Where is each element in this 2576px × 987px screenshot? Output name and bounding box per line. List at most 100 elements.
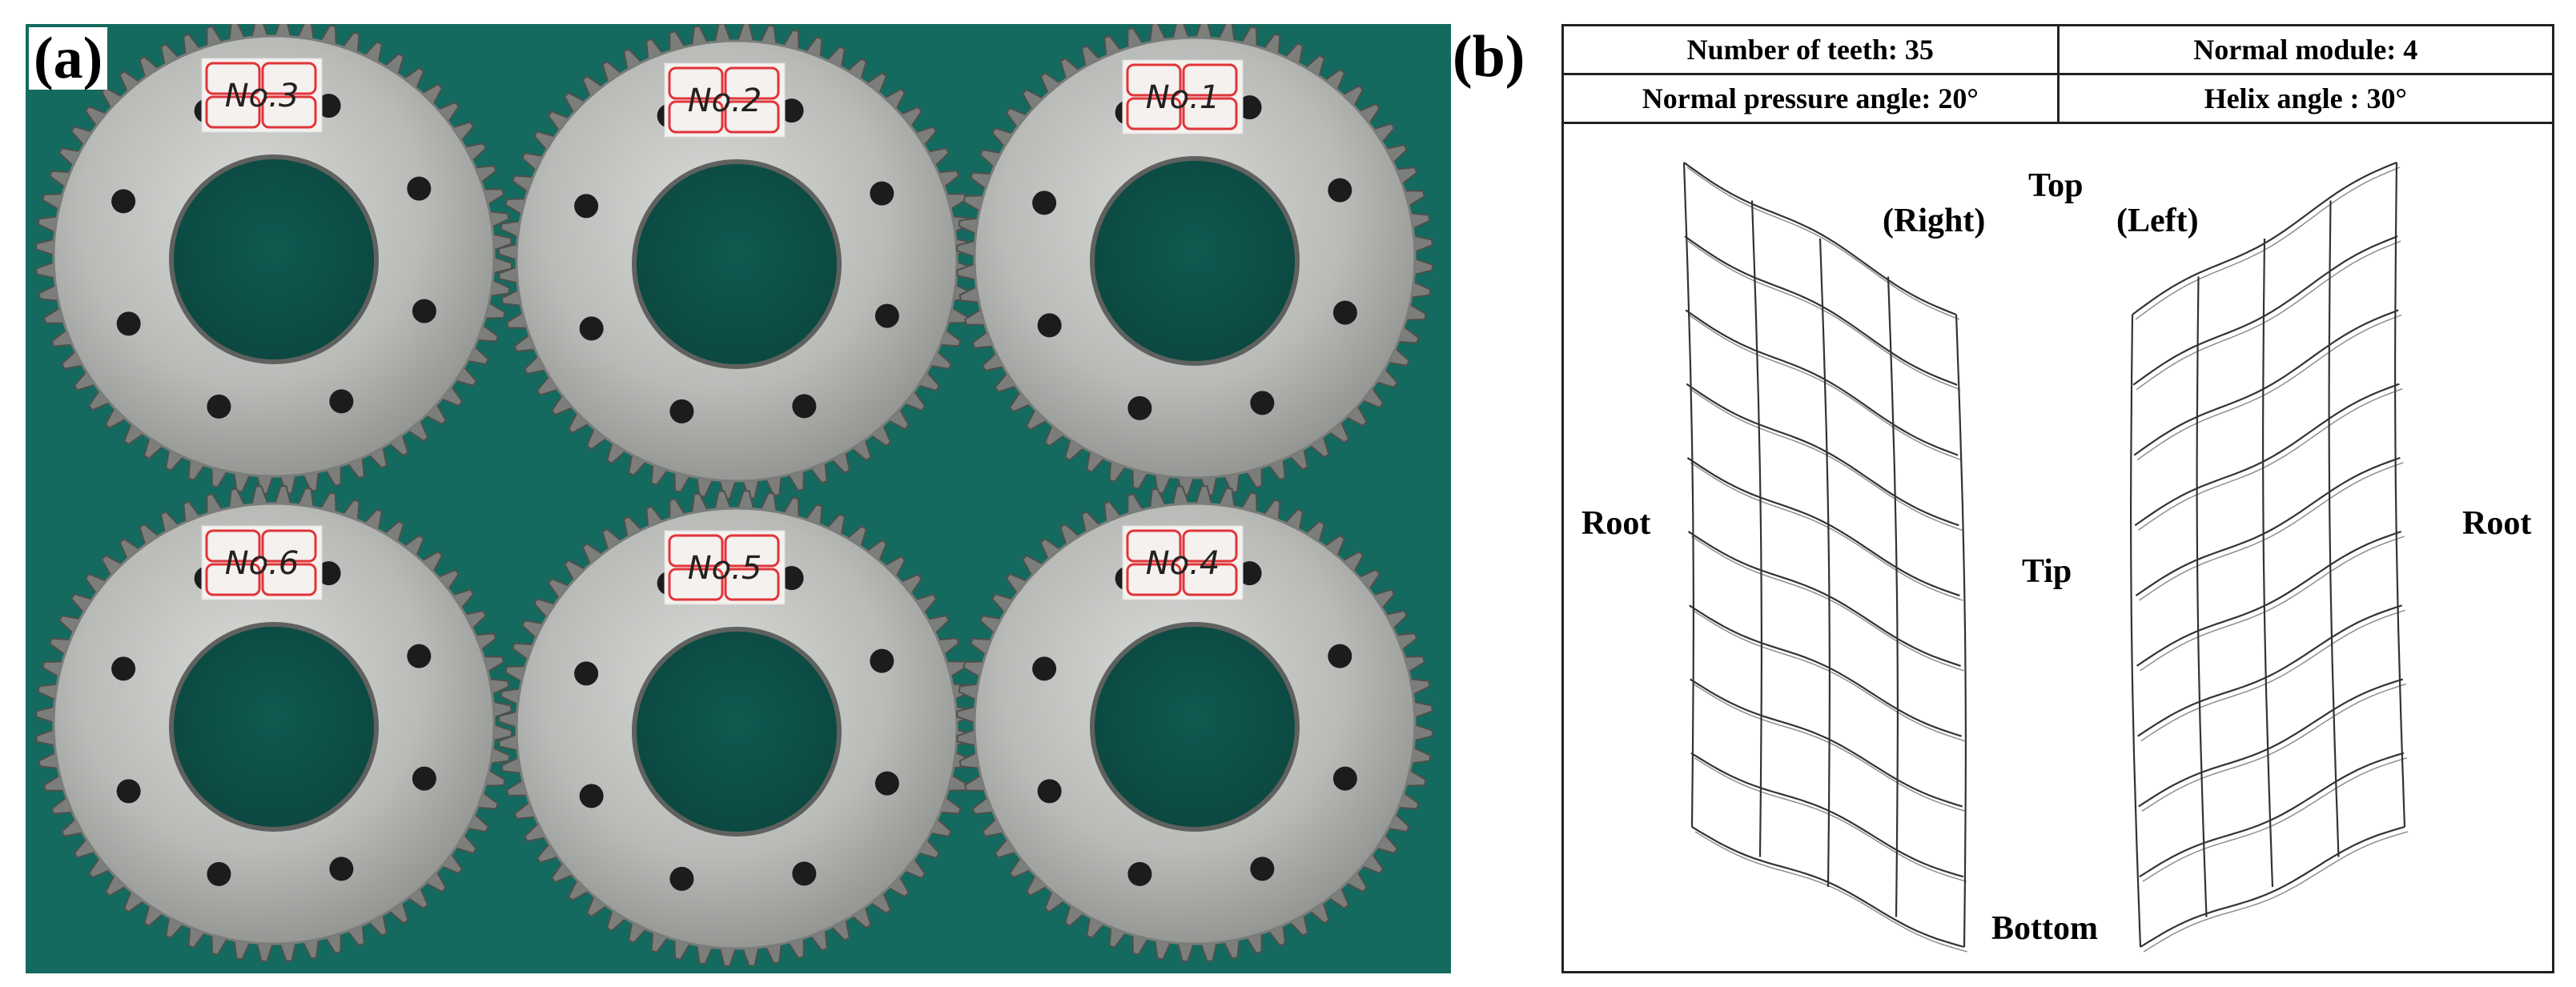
mesh-profile-line [2141, 683, 2407, 812]
bolt-hole [1332, 300, 1357, 325]
bolt-hole [316, 561, 341, 586]
label-left-flank: (Left) [2116, 203, 2199, 239]
bolt-hole [1250, 857, 1275, 881]
bolt-hole [1037, 779, 1062, 804]
mesh-profile-line [1694, 831, 1968, 953]
mesh-profile-line [2132, 235, 2398, 386]
bolt-hole [579, 784, 604, 808]
mesh-profile-line [2134, 383, 2400, 527]
mesh-lead-line [1887, 276, 1899, 917]
label-right-flank: (Right) [1883, 203, 1986, 239]
bolt-hole [316, 94, 341, 118]
gear-bore [1090, 156, 1300, 366]
bolt-hole [207, 394, 231, 419]
bolt-hole [574, 661, 599, 686]
mesh-profile-line [1687, 531, 1961, 667]
mesh-profile-line [2138, 678, 2404, 808]
bolt-hole [1250, 391, 1275, 415]
mesh-lead-line [2196, 276, 2208, 917]
bolt-hole [412, 766, 436, 791]
mesh-profile-line [2136, 240, 2401, 391]
bolt-hole [207, 861, 231, 886]
mesh-profile-line [2142, 757, 2408, 882]
mesh-profile-line [2139, 462, 2404, 601]
bolt-hole [792, 394, 817, 419]
gear-number-tag: No.3 [225, 78, 299, 114]
bolt-hole [1237, 561, 1262, 586]
gear-spec-table: Number of teeth: 35 Normal module: 4 Nor… [1564, 26, 2552, 124]
bolt-hole [1332, 766, 1357, 791]
mesh-lead-line [1682, 162, 1694, 828]
spec-pressure-angle: Normal pressure angle: 20° [1564, 73, 2060, 124]
mesh-lead-line [2130, 314, 2142, 948]
bolt-hole [669, 399, 694, 423]
bolt-hole [579, 316, 604, 341]
bolt-hole [1237, 95, 1262, 120]
spec-module: Normal module: 4 [2056, 26, 2552, 75]
mesh-profile-line [1690, 678, 1963, 808]
mesh-profile-line [1691, 536, 1964, 672]
left-flank-mesh [2130, 161, 2409, 953]
spec-teeth: Number of teeth: 35 [1564, 26, 2060, 75]
mesh-profile-line [2140, 536, 2405, 672]
bolt-hole [1127, 861, 1152, 886]
panel-b-label: (b) [1453, 24, 1525, 90]
bolt-hole [574, 194, 599, 219]
gear: No.1 [956, 24, 1433, 496]
mesh-profile-line [1683, 162, 1957, 316]
gear-number-tag: No.6 [225, 545, 299, 582]
gear-bore [169, 622, 379, 832]
bolt-hole [412, 299, 436, 323]
gear-bore [632, 627, 842, 837]
bolt-hole [329, 857, 354, 881]
bolt-hole [407, 644, 432, 668]
gear: No.5 [498, 490, 975, 967]
bolt-hole [870, 181, 894, 206]
label-top: Top [2028, 167, 2084, 204]
bolt-hole [669, 866, 694, 891]
bolt-hole [116, 311, 141, 336]
mesh-profile-line [1685, 309, 1959, 456]
mesh-lead-line [1818, 238, 1831, 888]
bolt-hole [116, 779, 141, 804]
spec-helix-angle: Helix angle : 30° [2056, 73, 2552, 124]
label-root-right: Root [2462, 505, 2532, 542]
bolt-hole [1032, 656, 1057, 681]
gear-number-tag: No.2 [688, 82, 762, 119]
label-tip: Tip [2022, 553, 2072, 590]
mesh-lead-line [2394, 162, 2406, 828]
bolt-hole [874, 771, 899, 796]
bolt-hole [407, 176, 432, 201]
mesh-profile-line [2136, 314, 2402, 461]
bolt-hole [779, 98, 804, 123]
gear-number-tag: No.1 [1146, 79, 1220, 116]
mesh-profile-line [2133, 309, 2399, 456]
bolt-hole [1328, 178, 1352, 203]
mesh-profile-line [1694, 757, 1967, 882]
label-bottom: Bottom [1991, 910, 2098, 947]
mesh-lead-line [2328, 200, 2340, 857]
mesh-lead-line [1955, 314, 1967, 948]
tooth-mesh-panel: Number of teeth: 35 Normal module: 4 Nor… [1561, 24, 2554, 973]
mesh-profile-line [1684, 235, 1958, 386]
bolt-hole [779, 566, 804, 591]
bolt-hole [870, 648, 894, 673]
mesh-profile-line [1687, 240, 1961, 391]
gear: No.3 [35, 24, 512, 495]
label-root-left: Root [1581, 505, 1651, 542]
gear: No.4 [956, 485, 1433, 962]
bolt-hole [111, 656, 136, 681]
mesh-profile-line [2135, 167, 2401, 320]
gear-bore [632, 159, 842, 369]
gear-bore [169, 154, 379, 364]
mesh-profile-line [1690, 752, 1964, 878]
gear-number-tag: No.4 [1146, 545, 1220, 582]
bolt-hole [1127, 395, 1152, 420]
bolt-hole [111, 189, 136, 214]
mesh-profile-line [2139, 752, 2405, 878]
gear: No.6 [35, 485, 512, 962]
mesh-profile-line [2137, 388, 2403, 531]
mesh-profile-line [1686, 383, 1959, 527]
mesh-profile-line [2136, 531, 2401, 667]
